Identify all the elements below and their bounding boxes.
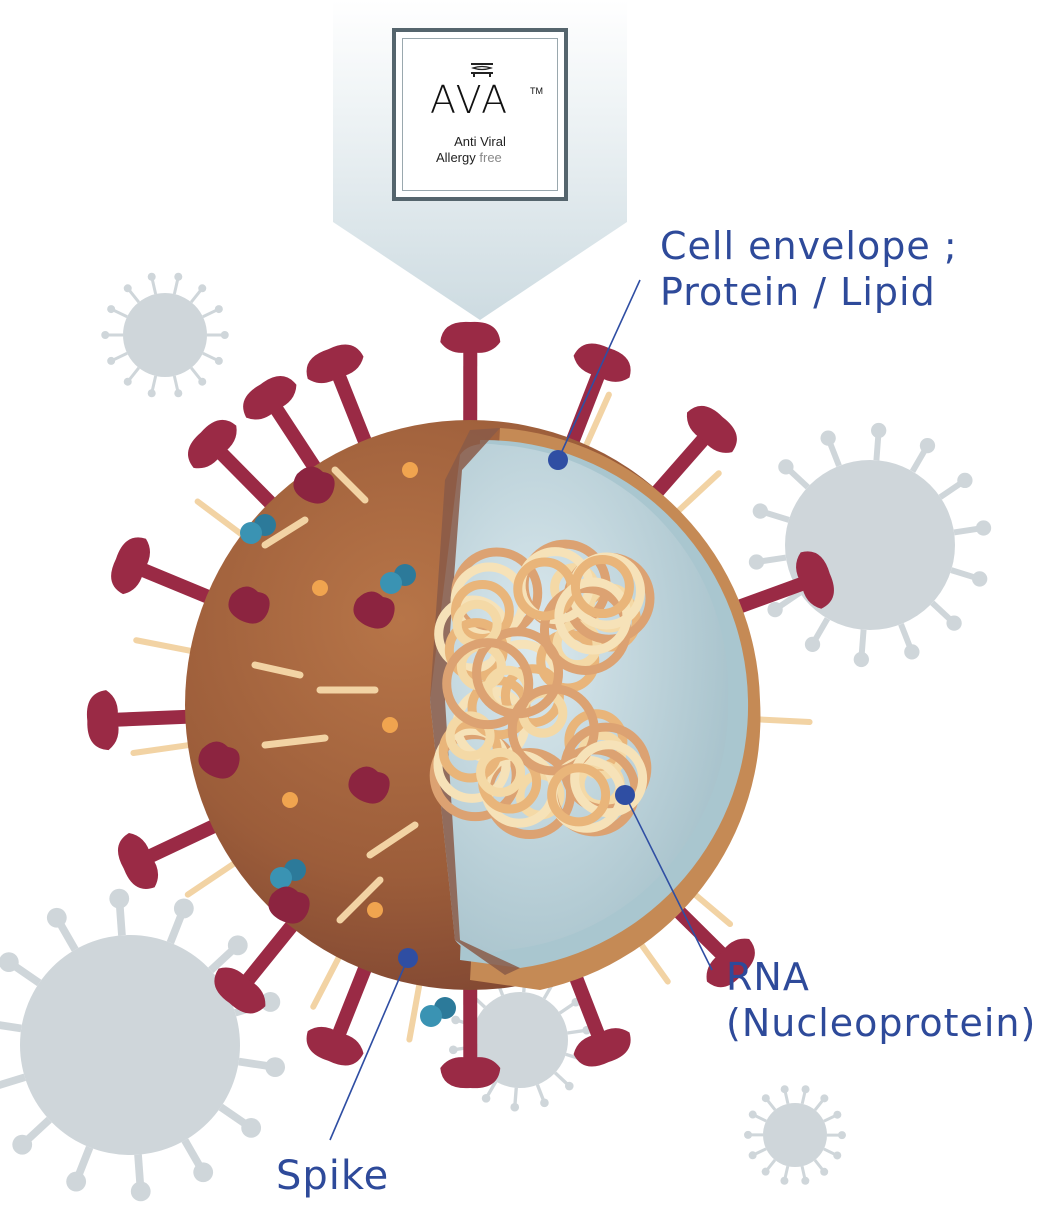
short-spike xyxy=(184,855,245,898)
spike xyxy=(306,957,375,1066)
rna-callout-dot xyxy=(615,785,635,805)
background-virus xyxy=(0,888,286,1202)
surface-protein xyxy=(348,766,390,804)
lipid-dot xyxy=(402,462,418,478)
spike-callout-dot xyxy=(398,948,418,968)
membrane-proteins xyxy=(198,462,456,1027)
rna-nucleoprotein xyxy=(429,539,655,840)
rna-strand xyxy=(476,747,526,797)
spike xyxy=(188,419,282,515)
spike xyxy=(118,816,225,889)
short-spike xyxy=(130,740,201,756)
spike xyxy=(214,914,303,1014)
callout-lines xyxy=(329,279,713,1141)
cell-envelope-label: Cell envelope ; Protein / Lipid xyxy=(660,224,958,315)
spike-label: Spike xyxy=(276,1153,390,1199)
spike xyxy=(111,537,219,607)
short-spike xyxy=(406,972,424,1043)
envelope-strut xyxy=(336,876,384,924)
surface-protein xyxy=(293,466,335,504)
spike xyxy=(86,690,196,751)
membrane-protein xyxy=(270,867,292,889)
logo-wordmark: AVA xyxy=(430,78,510,122)
envelope-strut xyxy=(261,516,309,549)
spike xyxy=(243,376,326,479)
cut-edge xyxy=(430,428,520,975)
rna-strand xyxy=(433,725,511,803)
membrane-protein xyxy=(420,1005,442,1027)
membrane-protein xyxy=(380,572,402,594)
membrane-protein xyxy=(240,522,262,544)
envelope-strut xyxy=(366,821,419,859)
logo-tagline-2: Allergy free xyxy=(436,150,502,165)
ava-logo: AVA TM Anti Viral Allergy free xyxy=(392,28,568,201)
spike xyxy=(563,343,631,452)
cell-envelope-label-line2: Protein / Lipid xyxy=(660,269,936,314)
background-virus xyxy=(744,1085,846,1185)
envelope-strut xyxy=(261,734,329,749)
background-virus xyxy=(101,272,229,398)
short-spike xyxy=(579,391,612,457)
rna-label-line2: (Nucleoprotein) xyxy=(726,1000,1037,1045)
envelope-strut xyxy=(331,466,369,504)
lipid-dot xyxy=(312,580,328,596)
rna-strand xyxy=(570,740,648,818)
background-virus xyxy=(748,422,992,668)
envelope-callout-dot xyxy=(548,450,568,470)
spike xyxy=(440,321,501,431)
short-spike xyxy=(668,470,722,521)
ava-mark-icon xyxy=(471,63,493,77)
cell-envelope-label-line1: Cell envelope ; xyxy=(660,224,958,268)
spike xyxy=(646,406,737,504)
rna-label: RNA (Nucleoprotein) xyxy=(726,955,1036,1046)
rna-strand xyxy=(554,577,632,655)
rna-strand xyxy=(547,763,611,827)
spike xyxy=(440,979,501,1089)
rna-strand xyxy=(570,555,634,619)
surface-protein xyxy=(228,586,270,624)
short-spike xyxy=(310,946,347,1010)
lipid-dot xyxy=(367,902,383,918)
surface-protein xyxy=(268,886,310,924)
surface-protein xyxy=(198,741,240,779)
rna-label-line1: RNA xyxy=(726,955,810,999)
rna-strand xyxy=(442,638,534,730)
surface-protein xyxy=(353,591,395,629)
lipid-dot xyxy=(282,792,298,808)
envelope-strut xyxy=(251,661,304,679)
short-spike xyxy=(133,637,204,656)
logo-tagline-1: Anti Viral xyxy=(454,134,506,149)
logo-trademark: TM xyxy=(530,86,543,96)
lipid-dot xyxy=(382,717,398,733)
spike xyxy=(306,344,375,453)
